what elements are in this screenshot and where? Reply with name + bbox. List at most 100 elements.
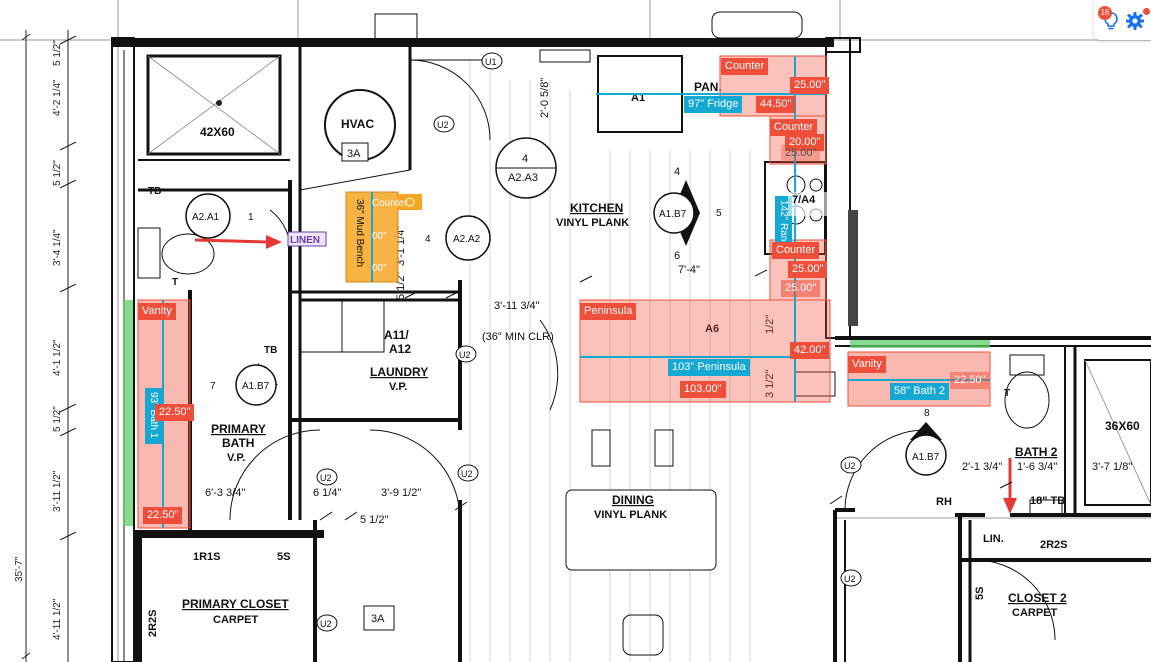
door-tag: U2 xyxy=(459,350,471,360)
room-label: LAUNDRY xyxy=(370,365,428,379)
laundry-appliances xyxy=(299,299,385,353)
room-floor: VINYL PLANK xyxy=(594,509,667,521)
room-labels: KITCHEN VINYL PLANK A11/ A12 LAUNDRY V.P… xyxy=(148,92,1140,626)
dim-label: 6'-3 3/4" xyxy=(205,487,245,499)
bath2-measure-label[interactable]: 58" Bath 2 xyxy=(890,383,949,400)
label-tb: TB xyxy=(264,345,277,356)
counter-label[interactable]: Counter xyxy=(772,242,820,259)
shower-size-label: 36X60 xyxy=(1105,419,1140,433)
door-tag: U2 xyxy=(461,469,473,479)
callout-label: A1.B7 xyxy=(912,452,940,463)
primary-toilet xyxy=(137,227,215,279)
counter-label[interactable]: Counter xyxy=(770,119,818,136)
section-callouts: A2.A1 1 A2.A2 4 4 A2.A3 A1.B7 5 A1.B7 7 … xyxy=(185,137,947,476)
dim-label: 5 1/2" xyxy=(360,514,388,526)
gear-icon xyxy=(1126,12,1144,30)
dim-label: 1'-6 3/4" xyxy=(1017,461,1057,473)
measure-value[interactable]: 25.00" xyxy=(788,261,828,278)
measure-value[interactable]: 22.50" xyxy=(155,404,195,421)
peninsula-measure-label[interactable]: 103" Peninsula xyxy=(668,359,750,376)
shelf-label: 2R2S xyxy=(1040,539,1068,551)
measurement-lines xyxy=(162,56,990,528)
label-tb-18: 18" TB xyxy=(1030,495,1065,507)
callout-number: 8 xyxy=(924,408,930,419)
callout-label: A1.B7 xyxy=(659,209,687,220)
door-tag: U2 xyxy=(844,574,856,584)
door-tag: U2 xyxy=(320,619,332,629)
hvac-unit: HVAC 3A xyxy=(324,13,418,162)
range-tag: 7/A4 xyxy=(788,192,828,216)
measure-value[interactable]: 25.00" xyxy=(781,280,821,297)
sink-tag: A6 xyxy=(705,323,719,335)
callout-number: 4 xyxy=(425,234,431,245)
measure-value[interactable]: 25.00" xyxy=(790,77,830,94)
room-floor: V.P. xyxy=(389,381,407,393)
room-label: BATH 2 xyxy=(1015,445,1058,459)
measure-value[interactable]: 103.00" xyxy=(680,381,726,398)
label-t: T xyxy=(1004,388,1010,399)
fridge-measure-label[interactable]: 97" Fridge xyxy=(684,96,743,113)
shower-size-label: 42X60 xyxy=(200,125,235,139)
label-tb: TB xyxy=(148,186,161,197)
mud-counter-label[interactable]: Counter xyxy=(372,198,408,209)
shelf-label: 2R2S xyxy=(147,609,159,637)
vanity-label[interactable]: Vanity xyxy=(138,303,176,320)
dim-label: 4'-11 1/2" xyxy=(52,598,63,640)
callout-label: A1.B7 xyxy=(242,381,270,392)
door-tag: U2 xyxy=(320,473,332,483)
dim-label: 6 1/4" xyxy=(313,487,341,499)
counter-label[interactable]: Counter xyxy=(721,58,769,75)
room-label: DINING xyxy=(612,493,654,507)
room-floor: V.P. xyxy=(227,452,245,464)
dim-label: 2'-1 3/4" xyxy=(962,461,1002,473)
measure-value[interactable]: 22.50" xyxy=(143,507,183,524)
measure-value[interactable]: 22.50" xyxy=(950,372,990,389)
hvac-label: HVAC xyxy=(341,117,374,131)
pantry-label: PAN. xyxy=(694,80,722,94)
callout-label: A2.A1 xyxy=(192,212,220,223)
dim-label: 5 1/2" xyxy=(52,40,63,66)
dim-label: 3'-9 1/2" xyxy=(381,487,421,499)
callout-label: A2.A2 xyxy=(453,234,481,245)
callout-label: A2.A3 xyxy=(508,172,538,184)
measure-value[interactable]: 42.00" xyxy=(790,342,830,359)
linen-highlight xyxy=(287,231,327,247)
dim-label: 7'-4" xyxy=(678,264,700,276)
callout-number: 4 xyxy=(522,153,528,165)
peninsula-label[interactable]: Peninsula xyxy=(580,303,637,320)
measure-value[interactable]: 00" xyxy=(372,263,387,274)
room-floor: CARPET xyxy=(1012,607,1058,619)
dim-label: 5 1/2" xyxy=(52,406,63,432)
dim-label: 3 1/2" xyxy=(764,370,776,398)
dim-label: 4'-2 1/4" xyxy=(52,79,63,116)
measure-value[interactable]: 44.50" xyxy=(756,96,796,113)
red-arrows xyxy=(194,235,1017,514)
callout-number: 1 xyxy=(248,212,254,223)
mud-bench-label[interactable]: 36" Mud Bench xyxy=(354,199,365,268)
settings-button[interactable] xyxy=(1124,10,1146,32)
dim-label: 5 1/2" xyxy=(52,160,63,186)
dim-label: 4'-1 1/2" xyxy=(52,339,63,376)
dim-label: 3'-11 3/4" xyxy=(494,300,540,312)
dim-label: 2'-0 5/8" xyxy=(539,78,551,118)
shelf-label: 5S xyxy=(277,551,290,563)
vanity-label[interactable]: Vanity xyxy=(848,356,886,373)
left-dimension-labels: 5 1/2" 4'-2 1/4" 5 1/2" 3'-4 1/4" 4'-1 1… xyxy=(14,40,63,640)
counter-overlays[interactable] xyxy=(123,55,991,529)
measure-value[interactable]: 20.00" xyxy=(785,134,825,151)
room-code: A12 xyxy=(389,342,411,356)
dim-label: 1/2" xyxy=(764,315,776,334)
measure-value[interactable]: 00" xyxy=(372,231,387,242)
label-t: T xyxy=(172,277,178,288)
dim-label: (36" MIN CLR) xyxy=(482,331,554,343)
bath2-fixtures xyxy=(1004,354,1151,515)
hvac-tag: 3A xyxy=(347,148,361,160)
label-rh: RH xyxy=(936,496,952,508)
dim-label: 3'-11 1/2" xyxy=(52,470,63,512)
shelf-label: 5S xyxy=(974,587,986,600)
measure-value[interactable]: 25.00" xyxy=(781,145,821,162)
linen-label: LINEN xyxy=(290,235,320,246)
door-tags: U1 U2 U2 U2 U2 U2 U2 U2 xyxy=(316,52,862,632)
room-label: KITCHEN xyxy=(570,201,623,215)
